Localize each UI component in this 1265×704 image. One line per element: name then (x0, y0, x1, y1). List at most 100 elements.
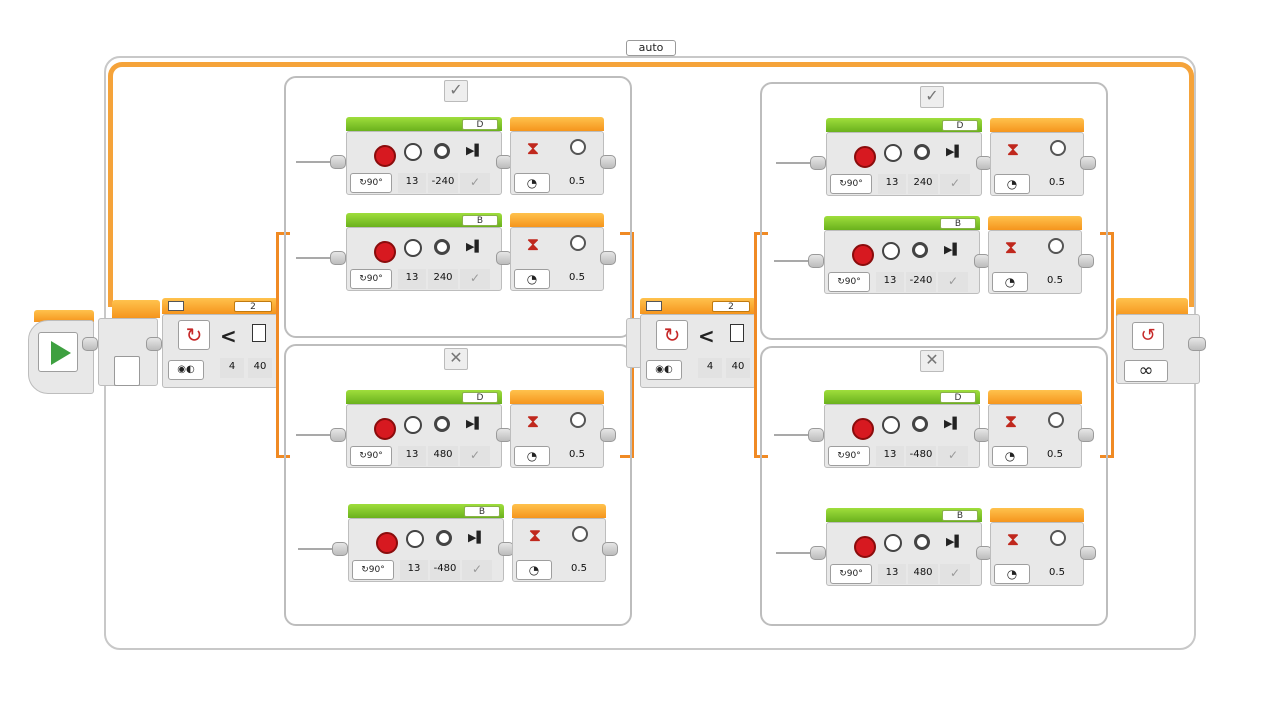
wait-timer-block[interactable]: ⧗◔0.5 (988, 390, 1084, 470)
switch-block-1[interactable]: 2 ↻ < ◉◐ 4 40 (162, 298, 282, 390)
switch2-true-tab[interactable]: ✓ (920, 86, 944, 108)
hourglass-icon: ⧗ (1006, 139, 1020, 160)
wait-seconds-value[interactable]: 0.5 (1049, 567, 1065, 578)
switch-input-1[interactable]: 4 (220, 358, 244, 378)
loop-name-label[interactable]: auto (626, 40, 676, 56)
wait-mode-icon[interactable]: ◔ (514, 269, 550, 289)
motor-brake-value[interactable]: ✓ (940, 174, 970, 194)
motor-mode-icon[interactable]: ↻90° (830, 174, 872, 194)
motor-port-badge[interactable]: B (942, 510, 978, 521)
motor-hub-icon (374, 145, 396, 167)
switch2-false-case[interactable] (760, 346, 1108, 626)
wait-mode-icon[interactable]: ◔ (992, 272, 1028, 292)
wait-seconds-value[interactable]: 0.5 (1047, 449, 1063, 460)
motor-mode-icon[interactable]: ↻90° (352, 560, 394, 580)
motor-degrees-value[interactable]: -480 (906, 446, 936, 466)
motor-mode-icon[interactable]: ↻90° (830, 564, 872, 584)
switch-input-1[interactable]: 4 (698, 358, 722, 378)
large-motor-block[interactable]: B▶▌↻90°13-480✓ (348, 504, 506, 584)
large-motor-block[interactable]: B▶▌↻90°13-240✓ (824, 216, 982, 296)
switch1-true-case[interactable] (284, 76, 632, 338)
switch2-false-tab[interactable]: ✕ (920, 350, 944, 372)
brake-icon: ▶▌ (466, 417, 483, 430)
sensor-port-icon[interactable]: ◉◐ (646, 360, 682, 380)
wait-mode-icon[interactable]: ◔ (516, 560, 552, 580)
motor-speed-value[interactable]: 13 (878, 174, 906, 194)
motor-port-badge[interactable]: D (942, 120, 978, 131)
loop-count-value[interactable]: ∞ (1124, 360, 1168, 382)
motor-port-badge[interactable]: B (940, 218, 976, 229)
motor-degrees-value[interactable]: -240 (428, 173, 458, 193)
wait-timer-block[interactable]: ⧗ ◔ 0.5 (990, 118, 1086, 198)
motor-brake-value[interactable]: ✓ (460, 173, 490, 193)
motor-degrees-value[interactable]: -240 (906, 272, 936, 292)
motor-brake-value[interactable]: ✓ (460, 446, 490, 466)
wait-seconds-value[interactable]: 0.5 (569, 449, 585, 460)
motor-speed-value[interactable]: 13 (876, 446, 904, 466)
motor-speed-value[interactable]: 13 (398, 173, 426, 193)
start-block[interactable] (28, 310, 96, 396)
motor-port-badge[interactable]: B (462, 215, 498, 226)
switch1-false-tab[interactable]: ✕ (444, 348, 468, 370)
wait-timer-block[interactable]: ⧗◔0.5 (988, 216, 1084, 296)
motor-speed-value[interactable]: 13 (878, 564, 906, 584)
wait-mode-icon[interactable]: ◔ (994, 174, 1030, 194)
motor-mode-icon[interactable]: ↻90° (828, 446, 870, 466)
motor-port-badge[interactable]: D (462, 119, 498, 130)
motor-degrees-value[interactable]: -480 (430, 560, 460, 580)
motor-brake-value[interactable]: ✓ (462, 560, 492, 580)
switch1-false-case[interactable] (284, 344, 632, 626)
switch-input-2[interactable]: 40 (726, 358, 750, 378)
motor-mode-icon[interactable]: ↻90° (350, 446, 392, 466)
wait-output-plug (1078, 428, 1094, 442)
motor-speed-value[interactable]: 13 (398, 446, 426, 466)
motor-speed-value[interactable]: 13 (398, 269, 426, 289)
wait-timer-block[interactable]: ⧗ ◔ 0.5 (510, 213, 606, 293)
switch-header-value[interactable]: 2 (712, 301, 750, 312)
sensor-port-icon[interactable]: ◉◐ (168, 360, 204, 380)
switch1-true-tab[interactable]: ✓ (444, 80, 468, 102)
wait-seconds-value[interactable]: 0.5 (569, 176, 585, 187)
motor-speed-value[interactable]: 13 (876, 272, 904, 292)
motor-brake-value[interactable]: ✓ (938, 446, 968, 466)
wait-timer-block[interactable]: ⧗◔0.5 (510, 390, 606, 470)
motor-mode-icon[interactable]: ↻90° (828, 272, 870, 292)
wait-mode-icon[interactable]: ◔ (514, 173, 550, 193)
wait-seconds-value[interactable]: 0.5 (569, 272, 585, 283)
large-motor-block[interactable]: D▶▌↻90°13-240✓ (346, 117, 504, 197)
motor-degrees-value[interactable]: 240 (908, 174, 938, 194)
speed-gauge-icon (404, 143, 422, 161)
switch-header-value[interactable]: 2 (234, 301, 272, 312)
motor-port-badge[interactable]: D (940, 392, 976, 403)
motor-mode-icon[interactable]: ↻90° (350, 173, 392, 193)
wait-timer-block[interactable]: ⧗◔0.5 (512, 504, 608, 584)
motor-brake-value[interactable]: ✓ (460, 269, 490, 289)
wait-mode-icon[interactable]: ◔ (992, 446, 1028, 466)
wait-seconds-value[interactable]: 0.5 (1049, 177, 1065, 188)
motor-degrees-value[interactable]: 480 (908, 564, 938, 584)
wait-mode-icon[interactable]: ◔ (514, 446, 550, 466)
motor-degrees-value[interactable]: 480 (428, 446, 458, 466)
motor-mode-icon[interactable]: ↻90° (350, 269, 392, 289)
motor-degrees-value[interactable]: 240 (428, 269, 458, 289)
motor-brake-value[interactable]: ✓ (938, 272, 968, 292)
switch-block-2[interactable]: 2 ↻ < ◉◐ 4 40 (640, 298, 760, 390)
hourglass-icon: ⧗ (526, 234, 540, 255)
wait-seconds-value[interactable]: 0.5 (1047, 275, 1063, 286)
switch-input-2[interactable]: 40 (248, 358, 272, 378)
wait-timer-block[interactable]: ⧗◔0.5 (510, 117, 606, 197)
motor-port-badge[interactable]: D (462, 392, 498, 403)
degrees-dial-icon (914, 144, 930, 160)
motor-brake-value[interactable]: ✓ (940, 564, 970, 584)
large-motor-block[interactable]: D▶▌↻90°13-480✓ (824, 390, 982, 470)
motor-port-badge[interactable]: B (464, 506, 500, 517)
motor-speed-value[interactable]: 13 (400, 560, 428, 580)
switch2-true-case[interactable] (760, 82, 1108, 340)
wait-seconds-value[interactable]: 0.5 (571, 563, 587, 574)
wait-mode-icon[interactable]: ◔ (994, 564, 1030, 584)
wait-timer-block[interactable]: ⧗◔0.5 (990, 508, 1086, 588)
